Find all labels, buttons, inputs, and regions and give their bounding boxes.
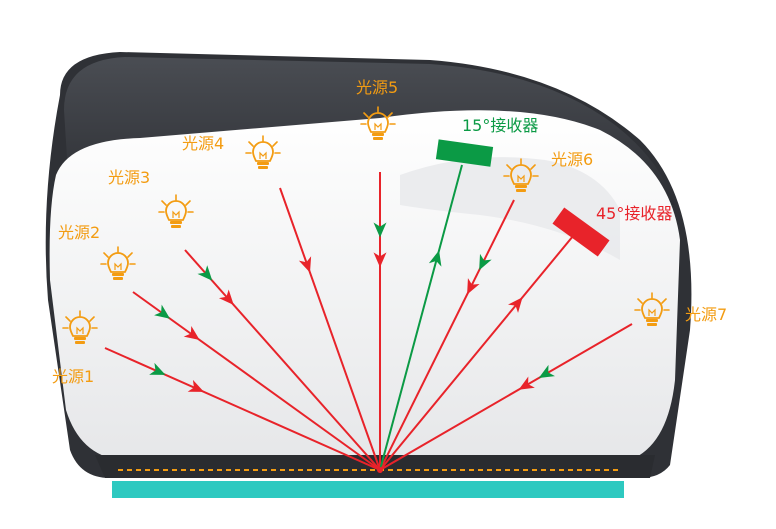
instrument-body — [45, 52, 692, 478]
light-bulb-icon — [62, 310, 98, 344]
incident-arrow-5 — [373, 252, 387, 268]
measurement-spot — [377, 467, 383, 473]
label-receiver-45: 45°接收器 — [596, 204, 672, 223]
label-source-3: 光源3 — [108, 168, 150, 187]
incident-arrow-7 — [518, 376, 535, 390]
incident-arrow-1 — [187, 379, 204, 392]
incident-ray-7 — [379, 323, 633, 471]
light-bulb-icon — [245, 135, 281, 169]
reflected-arrow-5 — [373, 222, 387, 238]
light-bulb-icon — [360, 106, 396, 140]
incident-arrow-6 — [467, 278, 480, 295]
sample-plate — [112, 481, 624, 498]
incident-ray-1 — [104, 347, 381, 471]
receivers — [435, 139, 610, 257]
light-rays — [104, 164, 633, 473]
reflected-arrow-3 — [197, 265, 213, 281]
reflected-arrow-1 — [149, 362, 166, 375]
reflected-ray-15-arrow — [428, 250, 442, 267]
label-source-5: 光源5 — [356, 78, 398, 97]
incident-arrow-4 — [298, 256, 312, 273]
incident-ray-2 — [132, 291, 381, 471]
light-bulb-icon — [634, 292, 670, 326]
incident-arrow-3 — [218, 289, 234, 305]
reflected-arrow-7 — [538, 364, 555, 379]
light-bulb-icon — [100, 246, 136, 280]
label-source-2: 光源2 — [58, 223, 100, 242]
receiver-15-icon — [435, 139, 494, 167]
light-bulb-icon — [158, 194, 194, 228]
reflected-ray-45-arrow — [508, 297, 523, 313]
label-source-7: 光源7 — [685, 305, 727, 324]
receiver-45-icon — [552, 207, 610, 257]
label-source-1: 光源1 — [52, 367, 94, 386]
incident-ray-3 — [184, 249, 381, 471]
incident-arrow-2 — [183, 326, 200, 341]
reflected-arrow-2 — [154, 304, 171, 319]
light-bulb-icon — [503, 158, 539, 192]
incident-ray-6 — [379, 199, 515, 471]
incident-ray-4 — [279, 187, 381, 471]
reflected-arrow-6 — [479, 253, 492, 271]
label-source-4: 光源4 — [182, 134, 224, 153]
label-source-6: 光源6 — [551, 150, 593, 169]
reflected-ray-15 — [379, 164, 463, 471]
reflected-ray-45 — [379, 229, 579, 471]
label-receiver-15: 15°接收器 — [462, 116, 538, 135]
light-sources — [62, 106, 670, 344]
